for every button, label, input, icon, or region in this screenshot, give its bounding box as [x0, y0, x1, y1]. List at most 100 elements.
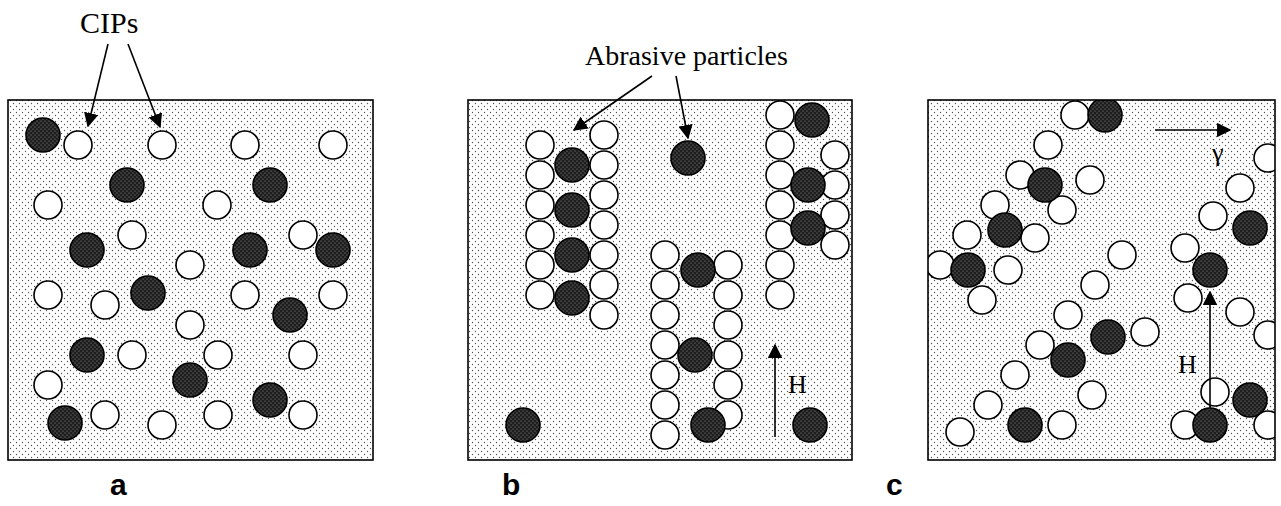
- cip-particle: [526, 191, 554, 219]
- abrasive-particle: [1193, 408, 1227, 442]
- abrasive-particle: [1233, 211, 1267, 245]
- cip-particle: [148, 411, 176, 439]
- cip-particle: [1199, 202, 1227, 230]
- abrasive-particle: [1193, 253, 1227, 287]
- cip-particle: [118, 341, 146, 369]
- cip-particle: [289, 401, 317, 429]
- cip-particle: [714, 251, 742, 279]
- cip-particle: [1108, 241, 1136, 269]
- cip-particle: [1026, 331, 1054, 359]
- leader-arrow: [128, 44, 160, 127]
- cip-particle: [1131, 318, 1159, 346]
- cip-particle: [526, 221, 554, 249]
- cip-particle: [203, 191, 231, 219]
- fluid-ground: [928, 100, 1275, 460]
- abrasive-particle: [253, 383, 287, 417]
- cip-particle: [766, 161, 794, 189]
- abrasive-particle: [70, 233, 104, 267]
- shear-arrow: [1155, 129, 1230, 131]
- cip-particle: [714, 281, 742, 309]
- abrasive-particle: [173, 363, 207, 397]
- cip-particle: [91, 401, 119, 429]
- cip-particle: [319, 131, 347, 159]
- cip-particle: [1174, 284, 1202, 312]
- cip-particle: [148, 131, 176, 159]
- cip-particle: [994, 256, 1022, 284]
- cip-particle: [928, 251, 954, 279]
- cip-particle: [1001, 361, 1029, 389]
- cip-particle: [821, 231, 849, 259]
- cip-particle: [526, 251, 554, 279]
- cip-particle: [1078, 381, 1106, 409]
- cip-particle: [91, 291, 119, 319]
- cip-particle: [766, 191, 794, 219]
- cip-particle: [1254, 144, 1275, 172]
- cip-particle: [590, 211, 618, 239]
- panel-letter: b: [502, 470, 520, 500]
- cip-particle: [946, 418, 974, 446]
- cip-particle: [204, 341, 232, 369]
- abrasive-particle: [273, 298, 307, 332]
- abrasive-particle: [131, 276, 165, 310]
- cip-particle: [1171, 234, 1199, 262]
- panel-c: [928, 100, 1275, 460]
- panel-border: [468, 100, 852, 460]
- abrasive-particle: [1028, 168, 1062, 202]
- cip-particle: [118, 221, 146, 249]
- abrasive-particle: [233, 233, 267, 267]
- cip-particle: [590, 271, 618, 299]
- cip-particle: [651, 421, 679, 449]
- cip-particle: [766, 251, 794, 279]
- abrasive-particle: [1008, 408, 1042, 442]
- cip-particle: [953, 221, 981, 249]
- cip-particle: [231, 281, 259, 309]
- cip-particle: [714, 311, 742, 339]
- abrasive-particle: [791, 168, 825, 202]
- panel-letter: a: [110, 470, 127, 500]
- cip-particle: [714, 341, 742, 369]
- abrasive-particle: [555, 238, 589, 272]
- panel-border: [8, 100, 373, 460]
- cip-particle: [176, 311, 204, 339]
- cip-particle: [590, 181, 618, 209]
- abrasive-particle: [795, 103, 829, 137]
- abrasive-particle: [26, 118, 60, 152]
- particle-label: CIPs: [80, 8, 138, 38]
- abrasive-particle: [988, 213, 1022, 247]
- abrasive-particle: [793, 408, 827, 442]
- cip-particle: [289, 221, 317, 249]
- abrasive-particle: [555, 281, 589, 315]
- abrasive-particle: [681, 253, 715, 287]
- cip-particle: [319, 281, 347, 309]
- field-arrow: [774, 345, 776, 437]
- abrasive-particle: [316, 233, 350, 267]
- abrasive-particle: [253, 168, 287, 202]
- cip-particle: [651, 391, 679, 419]
- cip-particle: [590, 241, 618, 269]
- cip-particle: [651, 241, 679, 269]
- panel-b: [468, 100, 852, 460]
- cip-particle: [1201, 378, 1229, 406]
- cip-particle: [590, 121, 618, 149]
- cip-particle: [590, 151, 618, 179]
- abrasive-particle: [671, 141, 705, 175]
- abrasive-particle: [791, 211, 825, 245]
- cip-particle: [526, 161, 554, 189]
- cip-particle: [64, 131, 92, 159]
- abrasive-particle: [555, 148, 589, 182]
- cip-particle: [766, 221, 794, 249]
- leader-arrow: [88, 44, 108, 126]
- abrasive-particle: [1051, 343, 1085, 377]
- cip-particle: [526, 281, 554, 309]
- cip-particle: [176, 251, 204, 279]
- cip-particle: [1034, 131, 1062, 159]
- field-arrow: [1209, 292, 1211, 408]
- panel-letter: c: [886, 470, 903, 500]
- abrasive-particle: [1091, 320, 1125, 354]
- leader-arrow: [676, 76, 688, 138]
- cip-particle: [714, 371, 742, 399]
- cip-particle: [1076, 166, 1104, 194]
- abrasive-particle: [951, 253, 985, 287]
- cip-particle: [1226, 174, 1254, 202]
- abrasive-particle: [506, 408, 540, 442]
